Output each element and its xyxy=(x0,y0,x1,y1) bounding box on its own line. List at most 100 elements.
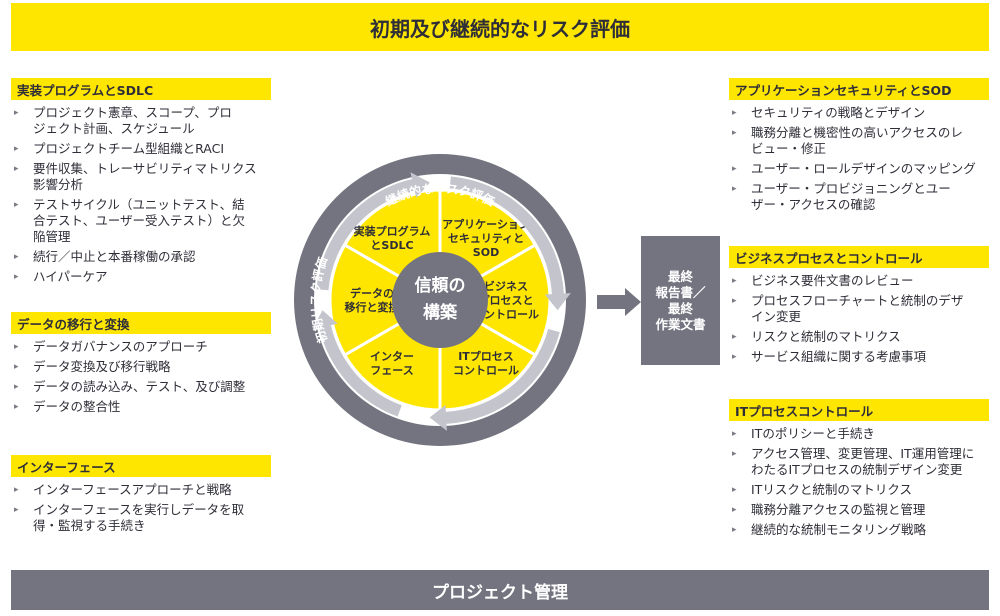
bullet-arrow-icon: ▸ xyxy=(732,128,737,138)
panel-heading: インターフェース xyxy=(11,455,271,477)
bullet-arrow-icon: ▸ xyxy=(14,108,19,118)
list-item-line: 要件収集、トレーサビリティマトリクス xyxy=(33,161,257,176)
list-item: ▸ 職務分離アクセスの監視と管理 xyxy=(729,502,989,518)
panel-heading: アプリケーションセキュリティとSOD xyxy=(729,78,989,100)
bullet-arrow-icon: ▸ xyxy=(14,382,19,392)
cycle-arrow-icon xyxy=(312,310,402,417)
final-report-line: 最終 xyxy=(667,268,693,284)
list-item: ▸ ユーザー・ロールデザインのマッピング xyxy=(729,161,989,177)
bullet-arrow-icon: ▸ xyxy=(14,342,19,352)
list-item: ▸要件収集、トレーサビリティマトリクス影響分析 xyxy=(11,161,271,193)
list-item-line: 影響分析 xyxy=(33,177,84,192)
bullet-arrow-icon: ▸ xyxy=(732,276,737,286)
list-item-line: 職務分離と機密性の高いアクセスのレ xyxy=(751,125,963,140)
list-item-line: わたるITプロセスの統制デザイン変更 xyxy=(751,462,963,477)
segment-implementation-label: 実装プログラム xyxy=(354,224,431,238)
bullet-arrow-icon: ▸ xyxy=(732,485,737,495)
list-item-line: 続行／中止と本番稼働の承認 xyxy=(33,249,196,264)
list-item-line: 職務分離アクセスの監視と管理 xyxy=(751,502,926,517)
segment-implementation-label: とSDLC xyxy=(370,239,413,252)
list-item-line: イン変更 xyxy=(751,309,802,324)
panel-it-process-control: ITプロセスコントロール▸ITのポリシーと手続き▸アクセス管理、変更管理、IT運… xyxy=(729,399,989,542)
list-item-line: プロジェクト憲章、スコープ、プロ xyxy=(33,105,232,120)
list-item: ▸インターフェースを実行しデータを取得・監視する手続き xyxy=(11,502,271,534)
list-item: ▸データの整合性 xyxy=(11,399,271,415)
segment-it-process-label: コントロール xyxy=(453,364,519,377)
list-item: ▸ ITのポリシーと手続き xyxy=(729,426,989,442)
bullet-arrow-icon: ▸ xyxy=(732,352,737,362)
bullet-arrow-icon: ▸ xyxy=(732,449,737,459)
bullet-arrow-icon: ▸ xyxy=(732,108,737,118)
segment-business-process-label: プロセスと xyxy=(479,293,534,307)
segment-app-security-label: アプリケーション xyxy=(442,217,530,231)
arrow-to-final-report-icon xyxy=(597,288,641,316)
list-item: ▸ユーザー・プロビジョニングとユーザー・アクセスの確認 xyxy=(729,181,989,213)
bullet-arrow-icon: ▸ xyxy=(732,525,737,535)
list-item-line: 合テスト、ユーザー受入テスト）と欠 xyxy=(33,213,246,228)
list-item-line: 陥管理 xyxy=(33,229,71,244)
list-item: ▸リスクと統制のマトリクス xyxy=(729,329,989,345)
cycle-arrows xyxy=(312,172,571,431)
final-report-box: 最終 報告書／ 最終 作業文書 xyxy=(641,236,720,365)
list-item-line: データガバナンスのアプローチ xyxy=(33,339,208,354)
bullet-arrow-icon: ▸ xyxy=(14,272,19,282)
list-item: ▸ インターフェースアプローチと戦略 xyxy=(11,482,271,498)
list-item-line: 継続的な統制モニタリング戦略 xyxy=(751,522,927,537)
center-label-line-2: 構築 xyxy=(423,302,458,323)
list-item-line: アクセス管理、変更管理、IT運用管理に xyxy=(751,446,975,461)
list-item-line: インターフェースアプローチと戦略 xyxy=(33,482,232,497)
list-item: ▸ データ変換及び移行戦略 xyxy=(11,359,271,375)
list-item-line: データの整合性 xyxy=(33,399,121,414)
list-item-line: ユーザー・ロールデザインのマッピング xyxy=(751,161,976,176)
list-item-line: 得・監視する手続き xyxy=(33,518,146,533)
bullet-arrow-icon: ▸ xyxy=(732,429,737,439)
bullet-arrow-icon: ▸ xyxy=(14,362,19,372)
cycle-arrow-icon xyxy=(449,176,571,311)
list-item: ▸サービス組織に関する考慮事項 xyxy=(729,349,989,365)
segment-data-migration-label: データの xyxy=(350,286,394,300)
list-item: ▸プロセスフローチャートと統制のデザイン変更 xyxy=(729,293,989,325)
list-item-line: ITのポリシーと手続き xyxy=(751,426,875,441)
panel-heading: ビジネスプロセスとコントロール xyxy=(729,246,989,268)
list-item: ▸ハイパーケア xyxy=(11,269,271,285)
bullet-arrow-icon: ▸ xyxy=(732,505,737,515)
cycle-arrow-icon xyxy=(316,172,430,291)
list-item: ▸ITリスクと統制のマトリクス xyxy=(729,482,989,498)
list-item: ▸ビジネス要件文書のレビュー xyxy=(729,273,989,289)
panel-heading: 実装プログラムとSDLC xyxy=(11,78,271,100)
list-item-line: ユーザー・プロビジョニングとユー xyxy=(751,181,951,196)
center-circle xyxy=(392,252,488,348)
outer-ring-left-label: 初期リスク評価 xyxy=(309,255,330,345)
list-item: ▸ テストサイクル（ユニットテスト、結合テスト、ユーザー受入テスト）と欠陥管理 xyxy=(11,197,271,245)
panel-app-security-sod: アプリケーションセキュリティとSOD ▸ セキュリティの戦略とデザイン ▸ 職務分離と機… xyxy=(729,78,989,217)
list-item-line: ジェクト計画、スケジュール xyxy=(33,121,195,136)
segment-interface-label: フェース xyxy=(370,364,413,377)
final-report-line: 報告書／ xyxy=(655,284,706,300)
segment-data-migration-label: 移行と変換 xyxy=(345,300,401,314)
list-item-line: プロセスフローチャートと統制のデザ xyxy=(751,293,964,308)
bullet-arrow-icon: ▸ xyxy=(14,144,19,154)
list-item: ▸ データの読み込み、テスト、及び調整 xyxy=(11,379,271,395)
cycle-arrow-icon xyxy=(429,328,560,431)
list-item-line: リスクと統制のマトリクス xyxy=(751,329,901,344)
panel-data-migration: データの移行と変換▸データガバナンスのアプローチ▸データ変換及び移行戦略▸データ… xyxy=(11,312,271,419)
segment-app-security-label: SOD xyxy=(473,246,499,259)
list-item-line: セキュリティの戦略とデザイン xyxy=(751,105,926,120)
list-item-line: テストサイクル（ユニットテスト、結 xyxy=(33,197,245,212)
bullet-arrow-icon: ▸ xyxy=(14,200,19,210)
bullet-list: ▸ インターフェースアプローチと戦略 ▸インターフェースを実行しデータを取得・監視す… xyxy=(11,482,271,534)
segment-it-process-label: ITプロセス xyxy=(458,349,514,363)
bullet-arrow-icon: ▸ xyxy=(14,485,19,495)
list-item-line: インターフェースを実行しデータを取 xyxy=(33,502,245,517)
list-item: ▸ アクセス管理、変更管理、IT運用管理にわたるITプロセスの統制デザイン変更 xyxy=(729,446,989,478)
list-item-line: データの読み込み、テスト、及び調整 xyxy=(33,379,246,394)
final-report-line: 最終 xyxy=(667,300,693,316)
trust-wheel-diagram: 実装プログラムとSDLCアプリケーションセキュリティとSODビジネスプロセスとコ… xyxy=(294,154,586,446)
list-item: ▸ プロジェクト憲章、スコープ、プロジェクト計画、スケジュール xyxy=(11,105,271,137)
center-label-line-1: 信頼の xyxy=(415,275,466,296)
bullet-arrow-icon: ▸ xyxy=(732,164,737,174)
list-item-line: データ変換及び移行戦略 xyxy=(33,359,171,374)
list-item: ▸ データガバナンスのアプローチ xyxy=(11,339,271,355)
list-item: ▸職務分離と機密性の高いアクセスのレビュー・修正 xyxy=(729,125,989,157)
list-item: ▸続行／中止と本番稼働の承認 xyxy=(11,249,271,265)
